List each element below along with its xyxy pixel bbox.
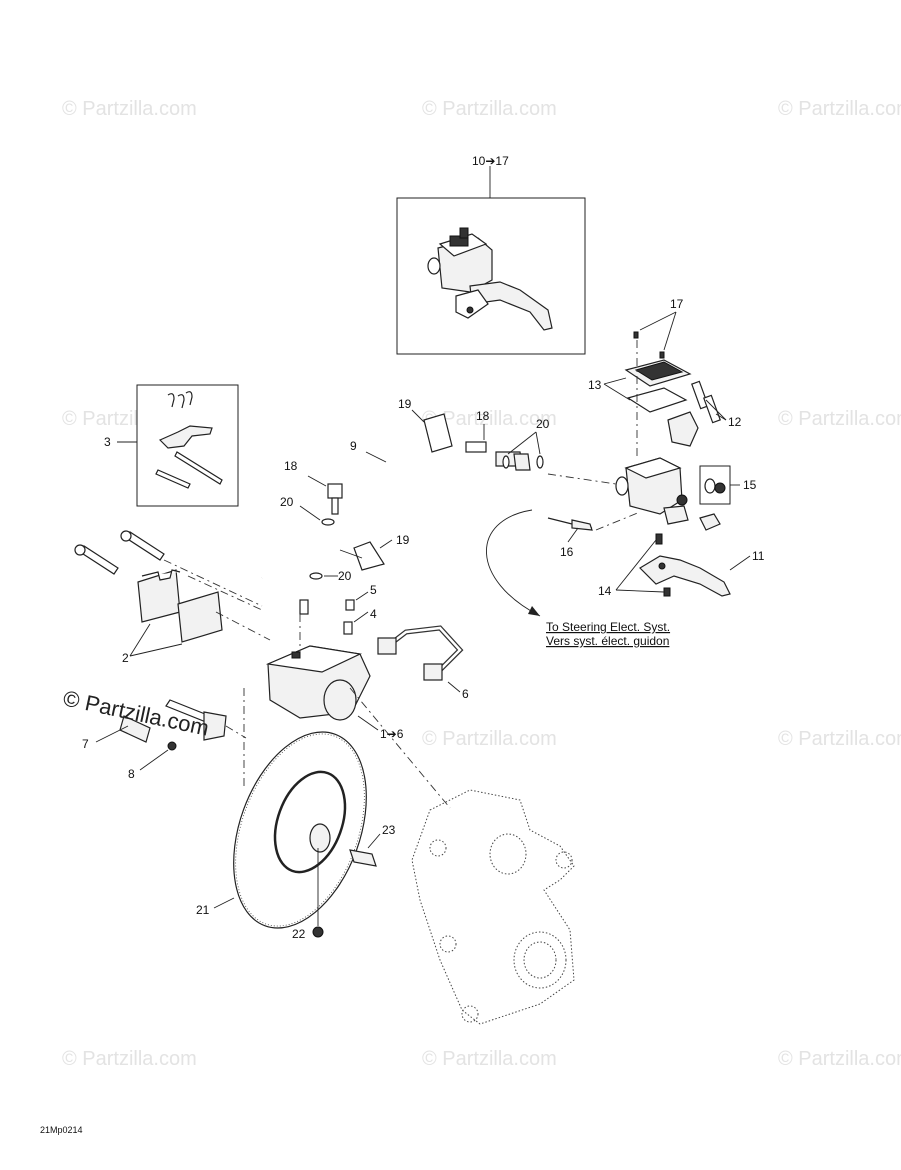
callout-7: 7	[82, 737, 89, 751]
callout-9: 9	[350, 439, 357, 453]
callout-21: 21	[196, 903, 210, 917]
watermark-9: © Partzilla.com	[62, 1048, 197, 1070]
watermark-6: © Partzilla.com	[778, 408, 901, 430]
master-cylinder-assembly	[547, 311, 751, 597]
callout-14: 14	[598, 584, 612, 598]
watermarks: © Partzilla.com © Partzilla.com © Partzi…	[62, 98, 901, 1070]
watermark-11: © Partzilla.com	[778, 1048, 901, 1070]
callout-12: 12	[728, 415, 742, 429]
callout-8: 8	[128, 767, 135, 781]
watermark-8: © Partzilla.com	[778, 728, 901, 750]
steering-note-en: To Steering Elect. Syst.	[546, 620, 670, 634]
callout-11: 11	[752, 549, 765, 563]
watermark-1: © Partzilla.com	[62, 98, 197, 120]
callout-1-6: 1➔6	[380, 727, 404, 741]
master-cylinder-icon	[427, 227, 553, 331]
pad-hardware-box	[117, 384, 239, 507]
watermark-5: © Partzilla.com	[422, 408, 557, 430]
callout-20-lower: 20	[338, 569, 352, 583]
callout-2: 2	[122, 651, 129, 665]
caliper-bracket	[95, 699, 227, 771]
diagram-code: 21Mp0214	[40, 1125, 83, 1135]
watermark-2: © Partzilla.com	[422, 98, 557, 120]
callout-16: 16	[560, 545, 574, 559]
callout-18-right: 18	[476, 409, 490, 423]
callout-10-17: 10➔17	[472, 154, 509, 168]
callout-6: 6	[462, 687, 469, 701]
key-part	[349, 833, 381, 867]
callout-13: 13	[588, 378, 602, 392]
caliper-icon	[265, 591, 464, 731]
callout-4: 4	[370, 607, 377, 621]
callout-17: 17	[670, 297, 684, 311]
callout-5: 5	[370, 583, 377, 597]
callout-15: 15	[743, 478, 757, 492]
callout-20-right: 20	[536, 417, 550, 431]
callout-18-left: 18	[284, 459, 298, 473]
watermark-10: © Partzilla.com	[422, 1048, 557, 1070]
chaincase-icon	[411, 789, 575, 1025]
steering-note-fr: Vers syst. élect. guidon	[546, 634, 669, 648]
callout-20-left: 20	[280, 495, 294, 509]
brake-hose	[261, 409, 544, 580]
callout-19-lower: 19	[396, 533, 410, 547]
watermark-7: © Partzilla.com	[422, 728, 557, 750]
callout-22: 22	[292, 927, 306, 941]
callout-19-top: 19	[398, 397, 412, 411]
callout-3: 3	[104, 435, 111, 449]
master-cylinder-inset	[396, 166, 586, 355]
brake-pad-icon	[129, 569, 223, 657]
callout-23: 23	[382, 823, 396, 837]
watermark-3: © Partzilla.com	[778, 98, 901, 120]
brake-disc-icon	[213, 731, 367, 938]
caliper-bolts	[74, 530, 165, 575]
